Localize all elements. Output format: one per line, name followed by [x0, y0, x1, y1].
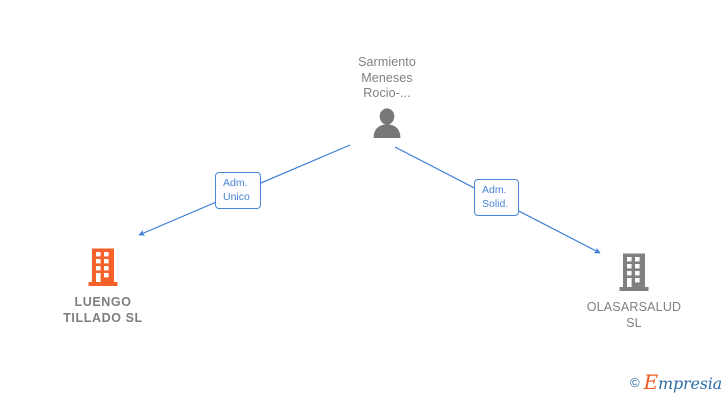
person-icon — [313, 107, 461, 138]
person-name-label: Sarmiento Meneses Rocio-... — [358, 55, 416, 100]
company-name-label: OLASARSALUD SL — [586, 300, 682, 330]
company-node-olasarsalud[interactable]: OLASARSALUD SL — [554, 250, 714, 331]
watermark: © Empresia — [630, 370, 722, 394]
brand-initial: E — [643, 370, 659, 394]
brand-rest: mpresia — [658, 374, 722, 393]
company-name-label: LUENGO TILLADO SL — [63, 295, 143, 325]
edge-label-adm-unico[interactable]: Adm. Unico — [215, 172, 261, 209]
edge-label-adm-solid[interactable]: Adm. Solid. — [474, 179, 519, 216]
brand-logo: Empresia — [643, 370, 723, 394]
building-icon — [554, 250, 714, 292]
building-icon — [23, 245, 183, 287]
company-node-luengo-tillado[interactable]: LUENGO TILLADO SL — [23, 245, 183, 326]
copyright-icon: © — [630, 374, 640, 390]
person-node[interactable]: Sarmiento Meneses Rocio-... — [313, 55, 461, 138]
